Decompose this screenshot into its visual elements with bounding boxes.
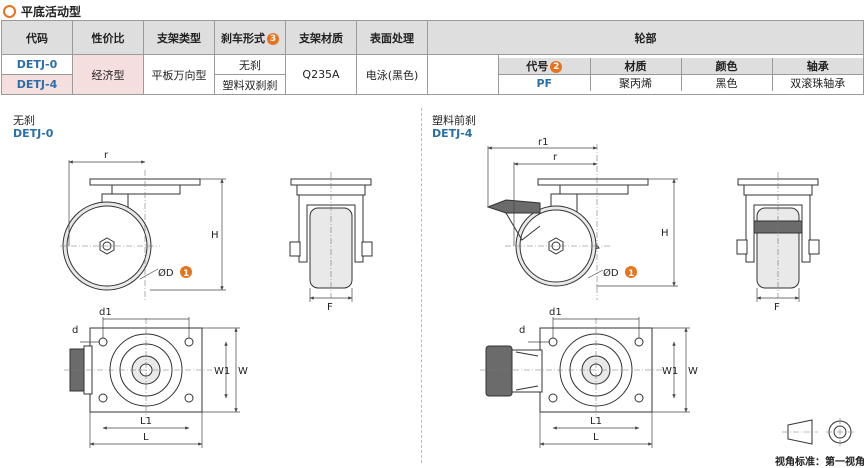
dim-d1: d1 <box>99 307 112 318</box>
dim-H-right: H <box>661 228 669 239</box>
section-heading: 平底活动型 <box>3 2 81 20</box>
section-divider <box>421 108 422 463</box>
dim-D: ØD <box>158 267 174 279</box>
surface-cell: 电泳(黑色) <box>356 54 428 95</box>
wheel-bearing: 双滚珠轴承 <box>790 77 846 90</box>
dim-r: r <box>104 150 109 161</box>
table-row: DETJ-4 塑料双刹刹 <box>1 74 864 95</box>
wheel-header-material: 材质 <box>590 58 682 75</box>
wheel-code-badge: 2 <box>550 61 563 73</box>
dim-L: L <box>143 432 149 443</box>
header-code: 代码 <box>1 20 73 55</box>
wheel-data-row: PF 聚丙烯 黑色 双滚珠轴承 <box>499 74 863 91</box>
d-badge-right: 1 <box>628 269 634 279</box>
dim-L1-right: L1 <box>590 416 602 427</box>
swivel-ring <box>111 184 181 195</box>
header-grade: 性价比 <box>72 20 144 55</box>
left-side-view: r H ØD 1 <box>60 150 226 300</box>
right-top-view: d1 d W1 W L1 L <box>480 307 698 448</box>
left-section-label: 无刹 <box>13 114 35 127</box>
brake-b-cell: 塑料双刹刹 <box>214 74 286 95</box>
left-section-code: DETJ-0 <box>13 127 54 140</box>
code-b: DETJ-4 <box>1 74 73 95</box>
wheel-header-color: 颜色 <box>681 58 773 75</box>
dim-W1-right: W1 <box>662 366 678 377</box>
dim-H: H <box>211 230 219 241</box>
dim-F: F <box>327 302 333 313</box>
heading-title: 平底活动型 <box>21 4 82 19</box>
grade-cell: 经济型 <box>72 54 144 95</box>
dim-D-right: ØD <box>603 267 619 279</box>
header-surface: 表面处理 <box>356 20 428 55</box>
right-side-view: r1 r H ØD 1 <box>486 137 678 300</box>
code-a: DETJ-0 <box>1 54 73 75</box>
d-badge-right-icon <box>625 266 637 278</box>
left-top-view: d1 d W1 W L1 L <box>64 307 248 448</box>
fork-front <box>298 194 364 263</box>
first-angle-projection-icon <box>782 418 855 447</box>
d-badge-icon <box>180 266 192 278</box>
dim-W1: W1 <box>214 366 230 377</box>
dim-r-right: r <box>553 152 558 163</box>
dim-L1: L1 <box>140 416 152 427</box>
wheel-header-code-text: 代号 <box>526 60 549 73</box>
view-standard-label: 视角标准：第一视角 <box>775 457 865 468</box>
dim-F-right: F <box>774 302 780 313</box>
wheel-spacer <box>427 54 499 95</box>
right-section-code: DETJ-4 <box>432 127 473 140</box>
header-wheel: 轮部 <box>427 20 864 55</box>
dim-d: d <box>72 325 78 336</box>
dim-W-right: W <box>688 366 698 377</box>
d-badge: 1 <box>183 269 189 279</box>
brake-top <box>485 345 513 397</box>
dim-W: W <box>238 366 248 377</box>
brake-badge: 3 <box>267 32 279 45</box>
bracket-type-cell: 平板万向型 <box>143 54 215 95</box>
dim-r1: r1 <box>538 137 548 148</box>
wheel-material: 聚丙烯 <box>590 74 682 91</box>
left-front-view: F <box>289 172 373 313</box>
right-front-view: F <box>736 172 820 313</box>
dim-L-right: L <box>593 432 599 443</box>
dim-d-right: d <box>519 325 525 336</box>
wheel-color: 黑色 <box>681 74 773 91</box>
wheel-header-bearing: 轴承 <box>772 58 863 75</box>
right-section-label: 塑料前刹 <box>432 114 476 127</box>
wheel-code: PF <box>499 74 591 91</box>
brake-a-cell: 无刹 <box>214 54 286 75</box>
dim-d1-right: d1 <box>549 307 562 318</box>
header-brake-form-text: 刹车形式 <box>221 31 265 45</box>
bracket-material-cell: Q235A <box>285 54 357 95</box>
circle-bullet-icon <box>3 4 16 18</box>
